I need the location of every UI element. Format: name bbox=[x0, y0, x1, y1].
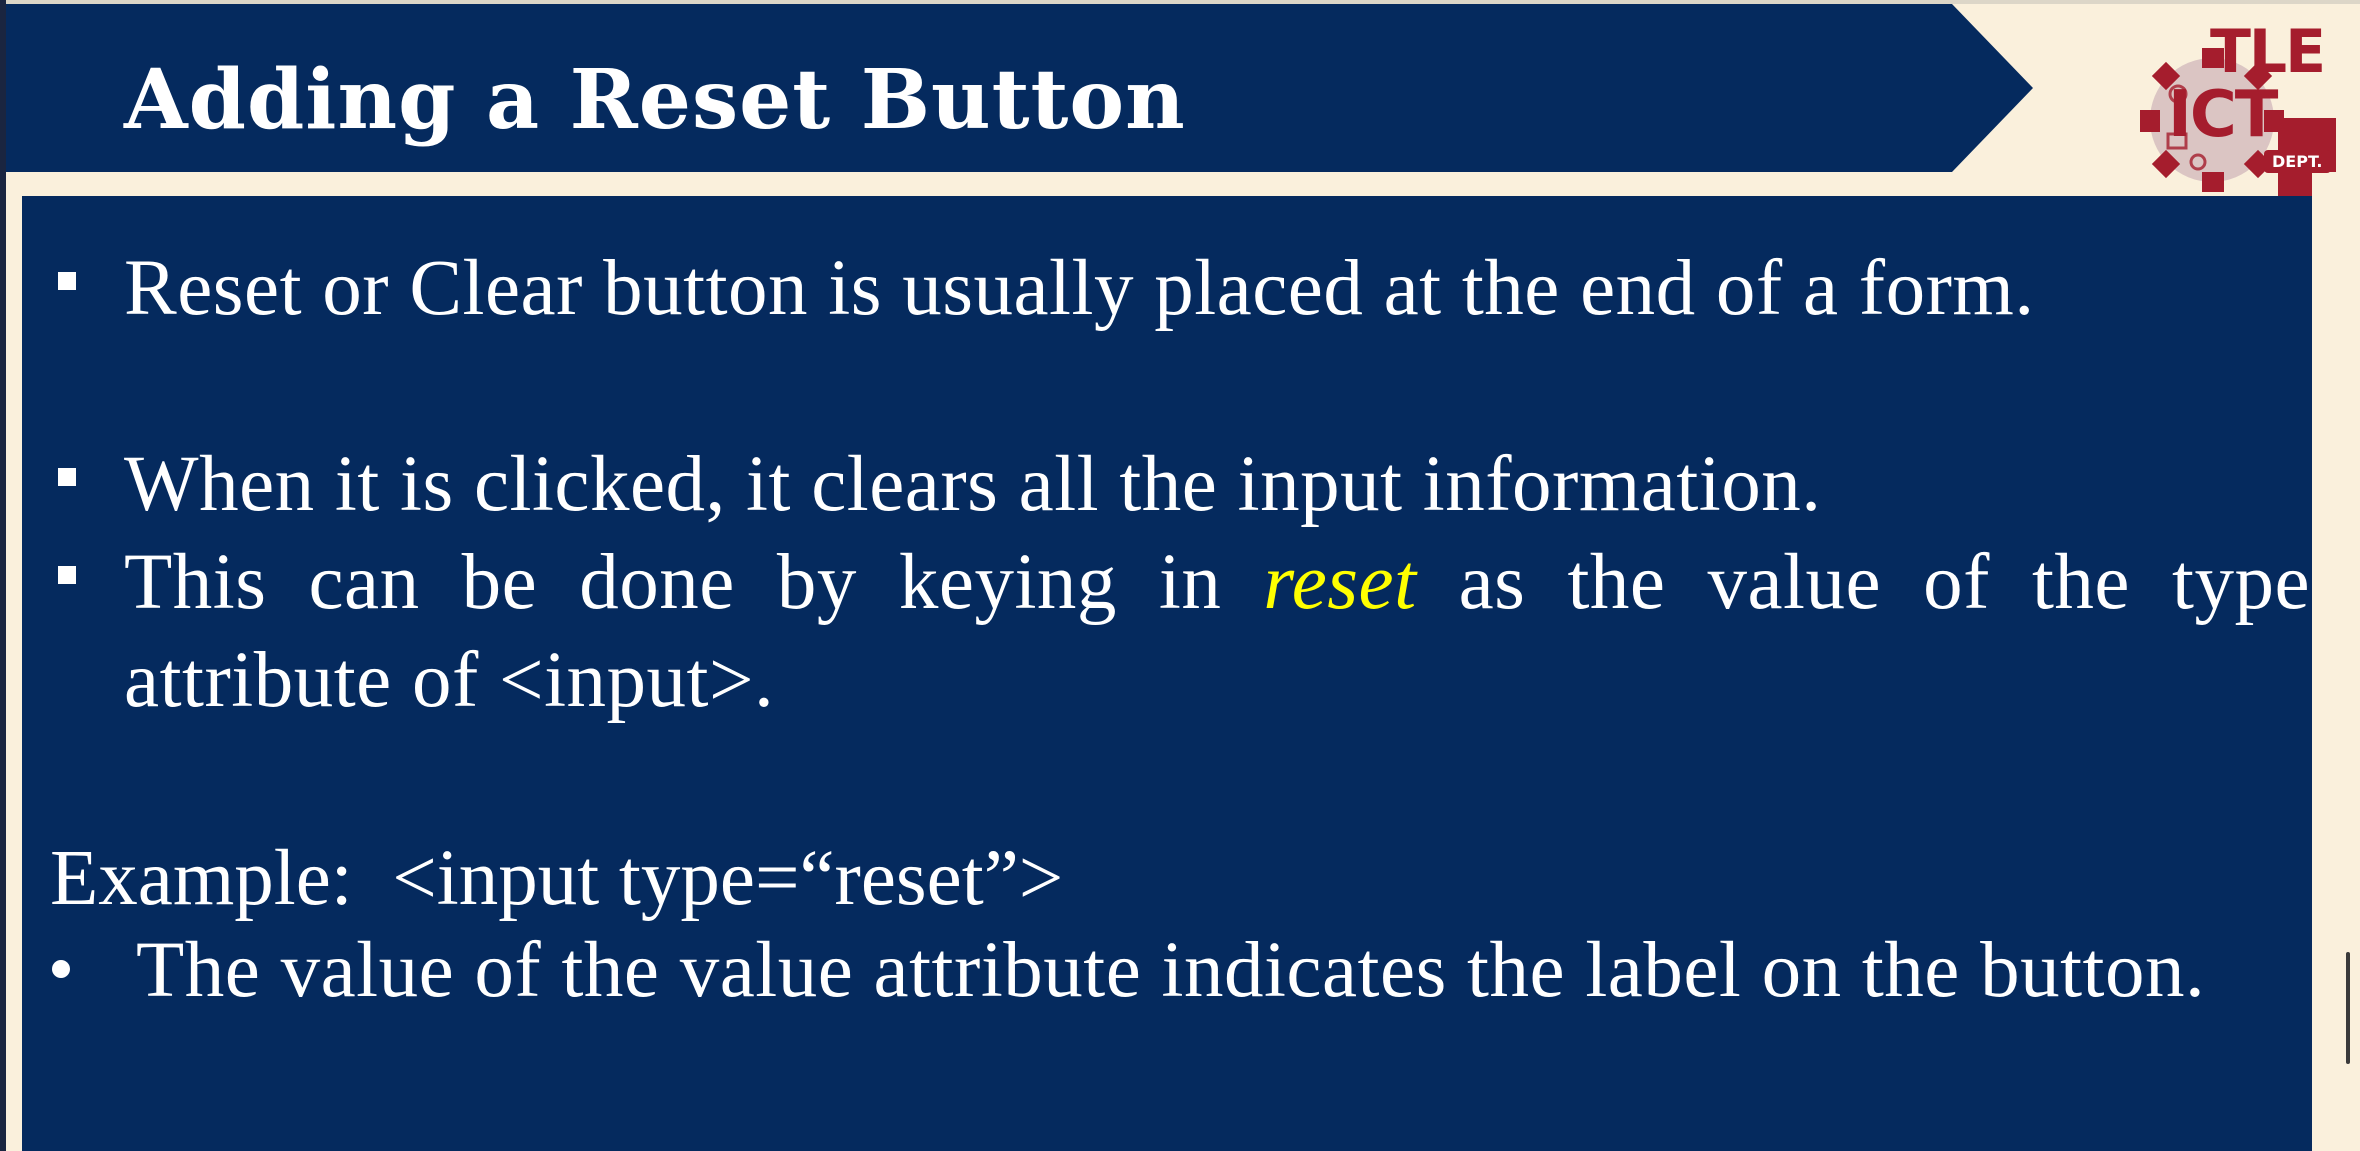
scrollbar-thumb[interactable] bbox=[2346, 952, 2350, 1064]
logo-tle-text: TLE bbox=[2210, 17, 2326, 87]
title-banner bbox=[6, 4, 2033, 172]
sub-bullet-text: The value of the value attribute indicat… bbox=[136, 927, 2206, 1014]
slide-title: Adding a Reset Button bbox=[124, 52, 1186, 148]
logo-dept-text: DEPT. bbox=[2264, 150, 2331, 173]
highlighted-keyword: reset bbox=[1263, 539, 1417, 626]
dot-bullet-icon bbox=[52, 960, 70, 978]
top-edge bbox=[0, 0, 2360, 4]
bullet-text-after: as the value of the type attribute of <i… bbox=[124, 539, 2311, 724]
bullet-text: Reset or Clear button is usually placed … bbox=[124, 245, 2035, 332]
tle-ict-logo: TLE ICT DEPT. bbox=[2128, 17, 2338, 202]
square-bullet-icon bbox=[58, 566, 76, 584]
square-bullet-icon bbox=[58, 272, 76, 290]
square-bullet-icon bbox=[58, 468, 76, 486]
bullet-text: When it is clicked, it clears all the in… bbox=[124, 441, 1822, 528]
example-code-line: Example: <input type=“reset”> bbox=[50, 835, 1064, 922]
content-panel: Reset or Clear button is usually placed … bbox=[22, 196, 2312, 1151]
left-edge bbox=[0, 0, 6, 1151]
logo-ict-text: ICT bbox=[2168, 78, 2278, 152]
bullet-text-before: This can be done by keying in bbox=[124, 539, 1264, 626]
bullet-text: This can be done by keying in reset as t… bbox=[124, 534, 2310, 730]
